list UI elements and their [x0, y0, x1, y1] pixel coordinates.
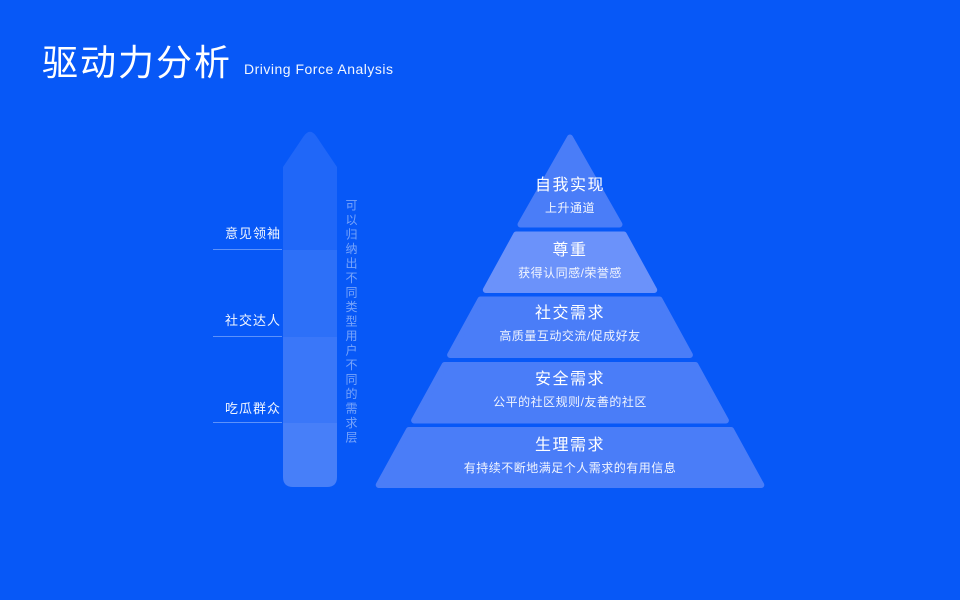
- tier-title: 尊重: [552, 242, 588, 259]
- tier-desc: 高质量互动交流/促成好友: [499, 329, 641, 343]
- tier-title: 安全需求: [534, 371, 605, 388]
- group-divider-line: [213, 336, 282, 337]
- arrow-segment-3: [283, 337, 337, 423]
- tier-desc: 上升通道: [544, 201, 595, 215]
- pyramid-tier-5-text: 生理需求 有持续不断地满足个人需求的有用信息: [370, 436, 770, 476]
- pyramid-tier-3-text: 社交需求 高质量互动交流/促成好友: [370, 304, 770, 344]
- tier-desc: 公平的社区规则/友善的社区: [493, 395, 647, 409]
- tier-title: 生理需求: [534, 437, 605, 454]
- up-arrow-icon: [283, 131, 337, 487]
- pyramid-tier-2-shape: [482, 231, 658, 293]
- arrow-segment-2: [283, 250, 337, 337]
- group-divider-line: [213, 422, 282, 423]
- vertical-note: 可以归纳出不同类型用户不同的需求层: [344, 199, 358, 446]
- pyramid-tier-1-text: 自我实现 上升通道: [370, 176, 770, 216]
- page-subtitle: Driving Force Analysis: [244, 61, 394, 78]
- pyramid-tier-1-shape: [517, 134, 623, 228]
- pyramid-tier-4-shape: [411, 362, 729, 424]
- page-title: 驱动力分析: [42, 42, 233, 83]
- pyramid-tier-3-shape: [447, 296, 693, 358]
- header: 驱动力分析 Driving Force Analysis: [42, 42, 394, 83]
- pyramid-tier-4-text: 安全需求 公平的社区规则/友善的社区: [370, 370, 770, 410]
- group-divider-line: [213, 249, 282, 250]
- pyramid: [375, 134, 765, 488]
- user-group-label-opinion-leaders: 意见领袖: [224, 226, 281, 241]
- tier-title: 自我实现: [534, 177, 605, 194]
- arrow-segment-1: [283, 131, 337, 250]
- pyramid-tier-5-shape: [375, 427, 765, 488]
- user-group-label-onlookers: 吃瓜群众: [224, 401, 281, 416]
- pyramid-tier-2-text: 尊重 获得认同感/荣誉感: [370, 241, 770, 281]
- user-group-label-social-experts: 社交达人: [224, 313, 281, 328]
- arrow-segment-4: [283, 423, 337, 487]
- tier-desc: 获得认同感/荣誉感: [518, 266, 622, 280]
- tier-desc: 有持续不断地满足个人需求的有用信息: [463, 461, 677, 475]
- tier-title: 社交需求: [534, 305, 605, 322]
